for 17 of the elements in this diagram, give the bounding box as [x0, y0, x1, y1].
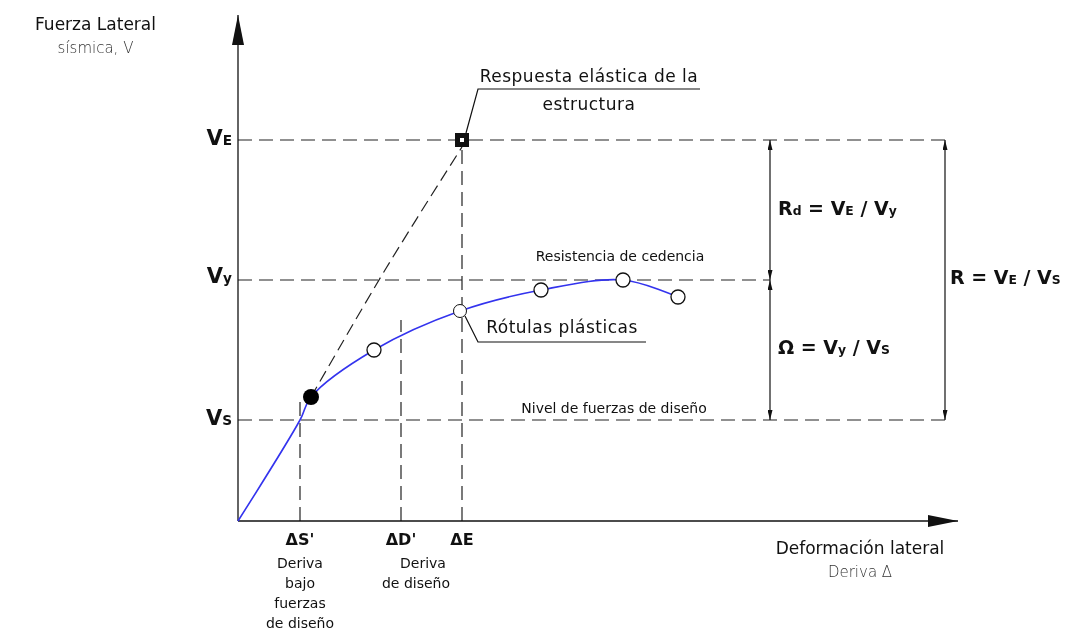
tick-label: ΔD' — [384, 530, 418, 550]
axis-title: sísmica, V — [56, 38, 135, 58]
tick-label: ΔE — [449, 530, 475, 550]
elastic-point-marker — [455, 133, 469, 147]
annotation: Resistencia de cedencia — [534, 247, 706, 266]
axis-title: Deformación lateral — [774, 538, 946, 558]
plastic-hinge-circle — [453, 304, 467, 318]
leader-line — [465, 88, 701, 134]
annotation: Deriva de diseño — [380, 554, 452, 593]
leader-line — [464, 315, 647, 343]
callout-text: Rótulas plásticas — [478, 312, 646, 342]
annotation: Nivel de fuerzas de diseño — [520, 399, 708, 418]
axis-title: Fuerza Lateral — [34, 14, 157, 34]
annotation: Deriva bajo fuerzas de diseño — [264, 554, 336, 633]
tick-label: ΔS' — [284, 530, 316, 550]
axis-title: Deriva Δ — [826, 562, 894, 582]
callout-text: Respuesta elástica de la estructura — [478, 62, 700, 118]
